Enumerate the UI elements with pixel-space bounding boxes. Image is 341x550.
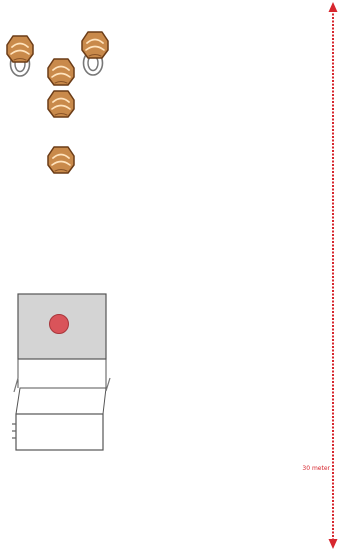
helmet-icon — [48, 91, 74, 117]
arrow-down-icon — [329, 539, 338, 549]
helmet-icon — [48, 59, 74, 85]
scale-bar: 30 meter — [302, 2, 337, 549]
arrow-up-icon — [329, 2, 338, 12]
figure-1 — [7, 36, 33, 76]
marker-dot — [50, 315, 69, 334]
figure-3 — [82, 32, 108, 75]
scale-label: 30 meter — [302, 465, 330, 472]
figure-4 — [48, 91, 74, 117]
helmet-icon — [48, 147, 74, 173]
helmet-icon — [7, 36, 33, 62]
box-lower-section — [12, 359, 110, 450]
figure-2 — [48, 59, 74, 85]
helmet-icon — [82, 32, 108, 58]
figure-5 — [48, 147, 74, 173]
marker-box — [12, 294, 110, 450]
